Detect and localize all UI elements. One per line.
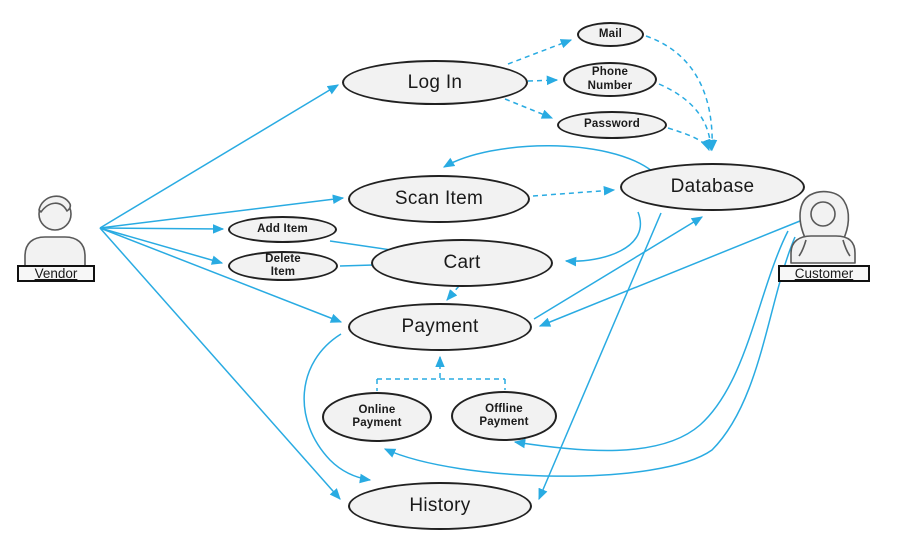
edge-vendor-scan-item	[99, 194, 345, 229]
vendor-label: Vendor	[34, 266, 78, 281]
usecase-delete-item[interactable]: Delete Item	[228, 251, 338, 281]
customer-body	[790, 235, 856, 264]
usecase-scan-item[interactable]: Scan Item	[348, 175, 530, 223]
edge-vendor-login	[99, 84, 340, 229]
edge-scan-item-database	[532, 185, 616, 197]
usecase-online-payment-line1: Online	[358, 403, 396, 416]
vendor-label-box[interactable]: Vendor	[17, 265, 95, 282]
edge-vendor-payment	[99, 227, 343, 323]
edge-phone-number-database	[658, 83, 716, 152]
edge-login-password	[504, 98, 554, 119]
edge-payment-history	[303, 333, 372, 484]
usecase-history[interactable]: History	[348, 482, 532, 530]
usecase-phone-number-line2: Number	[587, 79, 633, 92]
edge-database-history	[538, 212, 662, 501]
edge-payment-database	[533, 216, 704, 320]
usecase-log-in[interactable]: Log In	[342, 60, 528, 105]
edge-vendor-delete-item	[99, 227, 224, 265]
edge-mail-database	[645, 35, 718, 152]
usecase-mail[interactable]: Mail	[577, 22, 644, 47]
edge-cart-payment	[446, 285, 460, 301]
edge-vendor-add-item	[99, 224, 225, 234]
edge-customer-offline-payment	[513, 230, 789, 452]
vendor-actor-icon[interactable]	[24, 195, 86, 267]
customer-label-box[interactable]: Customer	[778, 265, 870, 282]
customer-hair-strand-right	[842, 239, 851, 257]
usecase-payment-label: Payment	[401, 316, 479, 338]
usecase-delete-item-line1: Delete	[265, 252, 301, 265]
usecase-delete-item-line2: Item	[270, 266, 296, 278]
usecase-offline-payment-line1: Offline	[485, 402, 523, 415]
customer-hair-strand-left	[798, 239, 807, 257]
usecase-online-payment[interactable]: Online Payment	[322, 392, 432, 442]
usecase-password[interactable]: Password	[557, 111, 667, 139]
usecase-database-label: Database	[670, 176, 755, 198]
vendor-body	[24, 236, 86, 267]
usecase-payment[interactable]: Payment	[348, 303, 532, 351]
usecase-add-item[interactable]: Add Item	[228, 216, 337, 243]
usecase-password-label: Password	[584, 118, 640, 131]
usecase-database[interactable]: Database	[620, 163, 805, 211]
usecase-log-in-label: Log In	[407, 71, 463, 93]
edge-vendor-history	[99, 227, 341, 500]
edge-database-cart	[564, 211, 641, 267]
usecase-add-item-label: Add Item	[257, 222, 308, 235]
customer-head	[810, 201, 836, 227]
edge-login-phone-number	[527, 75, 559, 86]
usecase-mail-label: Mail	[598, 27, 623, 40]
usecase-phone-number[interactable]: Phone Number	[563, 62, 657, 97]
edge-login-mail	[507, 39, 573, 65]
usecase-cart-label: Cart	[443, 252, 481, 274]
edge-database-scan-item	[442, 145, 653, 172]
vendor-hair	[38, 195, 72, 213]
usecase-history-label: History	[409, 495, 471, 517]
usecase-scan-item-label: Scan Item	[394, 188, 484, 210]
usecase-online-payment-line2: Payment	[352, 417, 402, 429]
customer-label: Customer	[794, 266, 854, 281]
usecase-cart[interactable]: Cart	[371, 239, 553, 287]
usecase-offline-payment[interactable]: Offline Payment	[451, 391, 557, 441]
customer-actor-icon[interactable]	[790, 190, 856, 264]
edge-password-database	[667, 127, 710, 152]
usecase-phone-number-line1: Phone	[591, 66, 629, 79]
edge-customer-online-payment	[383, 236, 796, 477]
usecase-offline-payment-line2: Payment	[479, 416, 529, 428]
edge-customer-payment	[538, 220, 801, 327]
